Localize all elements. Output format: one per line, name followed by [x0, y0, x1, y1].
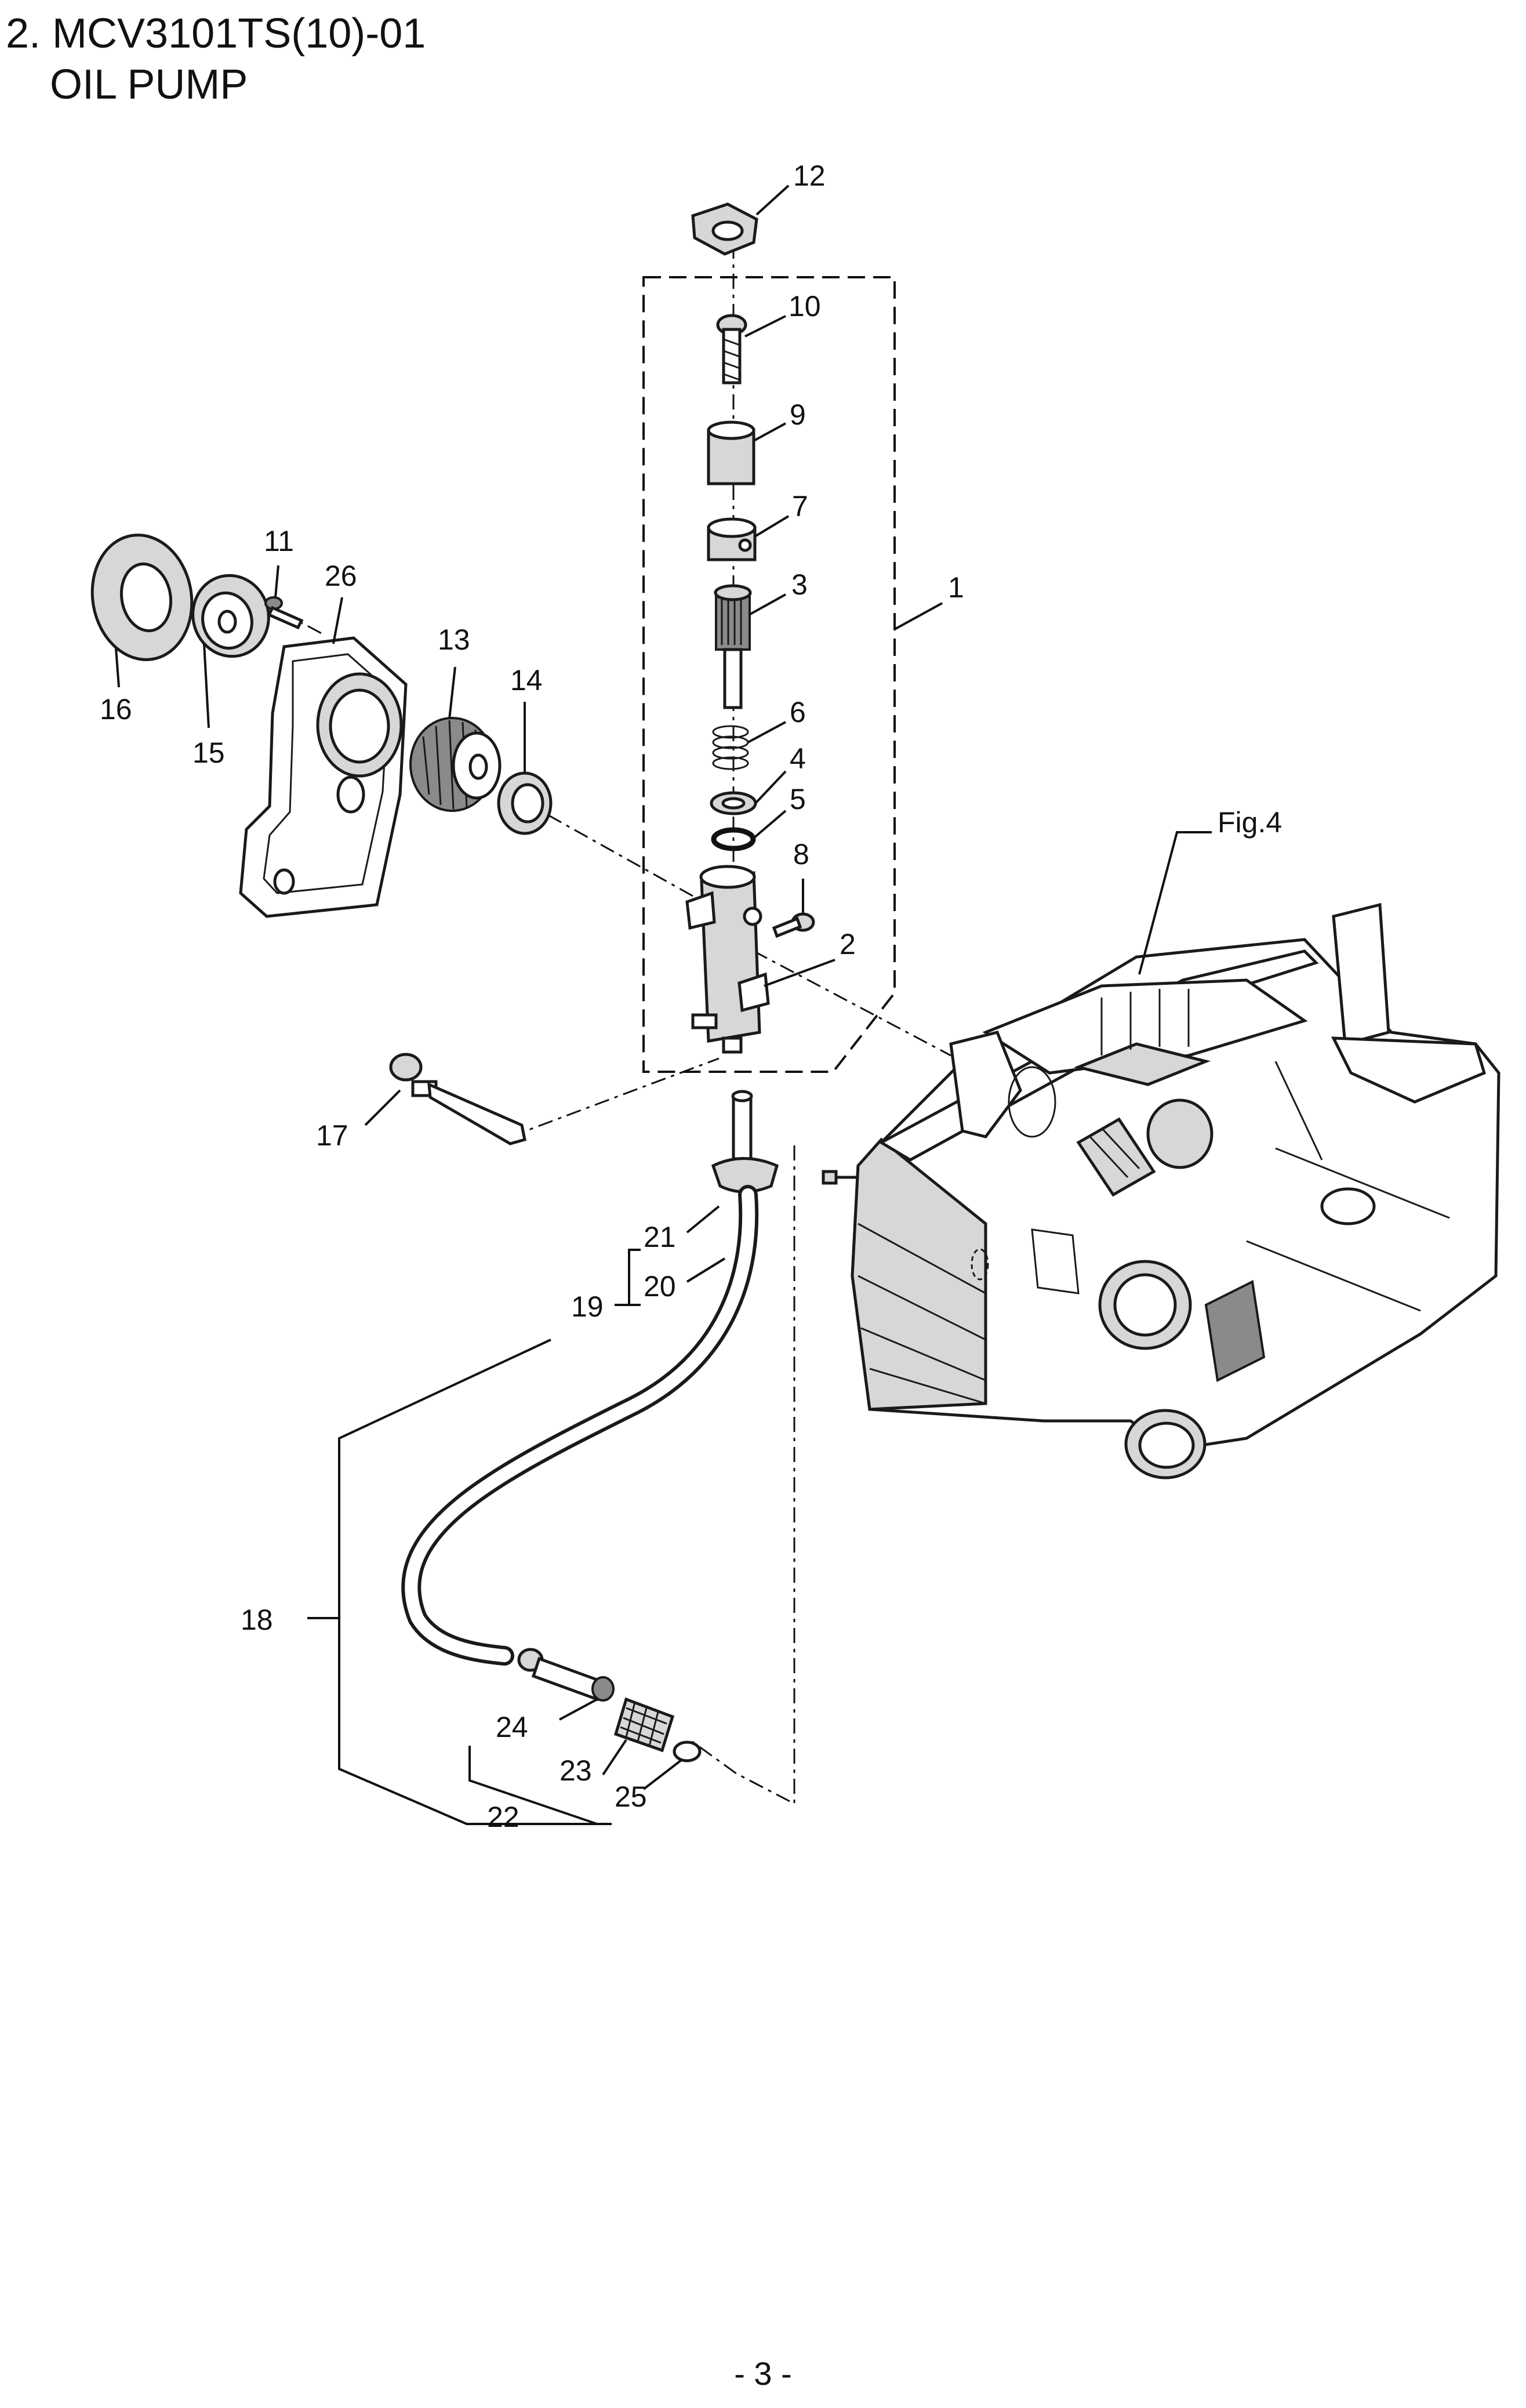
- part-23-strainer: [613, 1697, 675, 1753]
- leader-20: [686, 1257, 726, 1283]
- leader-9: [753, 422, 786, 442]
- leader-19: [615, 1249, 641, 1306]
- callout-13: 13: [438, 623, 470, 656]
- callout-26: 26: [325, 560, 357, 592]
- callout-6: 6: [790, 696, 806, 728]
- part-10-bolt: [716, 314, 747, 385]
- page-title-assembly: OIL PUMP: [50, 61, 248, 108]
- leader-17: [364, 1089, 401, 1126]
- axis-line-seal: [521, 799, 693, 897]
- part-9-sleeve: [707, 420, 755, 485]
- part-2-pump-body: [685, 865, 770, 1054]
- leader-4: [754, 770, 787, 804]
- leader-7: [754, 515, 790, 538]
- leader-2: [764, 959, 835, 987]
- part-8-screw: [772, 912, 815, 938]
- leader-13: [448, 666, 456, 720]
- leader-5: [753, 810, 787, 839]
- part-26-cover-plate: [239, 636, 408, 918]
- housing-shaft-end: [822, 1170, 838, 1185]
- part-15-bushing: [191, 574, 270, 658]
- subassembly-boundary: [642, 276, 896, 1073]
- callout-5: 5: [790, 783, 806, 815]
- callout-1: 1: [948, 571, 964, 604]
- part-4-washer: [710, 791, 757, 815]
- part-3-plunger: [714, 584, 752, 709]
- callout-25: 25: [615, 1780, 647, 1813]
- part-25-clip: [673, 1740, 702, 1763]
- part-12-cap: [691, 202, 758, 256]
- part-24-fitting: [517, 1648, 615, 1702]
- part-7-collar: [707, 517, 757, 561]
- part-6-spring: [712, 725, 749, 770]
- leader-23: [602, 1739, 627, 1776]
- callout-7: 7: [792, 490, 808, 523]
- callout-18: 18: [241, 1604, 273, 1636]
- leader-fig4: [1138, 831, 1212, 975]
- part-14-seal: [497, 771, 553, 835]
- part-11-bolt: [264, 596, 304, 630]
- leader-15: [203, 643, 210, 728]
- page-title-model: 2. MCV3101TS(10)-01: [6, 10, 426, 57]
- leader-10: [744, 315, 786, 338]
- callout-21: 21: [644, 1221, 676, 1253]
- callout-11: 11: [264, 525, 294, 557]
- part-13-gear: [409, 717, 502, 812]
- callout-19: 19: [571, 1290, 604, 1323]
- part-21-hose-fitting: [711, 1090, 779, 1194]
- callout-2: 2: [840, 928, 856, 960]
- page-number: - 3 -: [734, 2355, 792, 2392]
- callout-15: 15: [192, 737, 225, 769]
- leader-26: [332, 597, 343, 644]
- part-5-o-ring: [711, 827, 756, 851]
- callout-20: 20: [644, 1270, 676, 1303]
- part-20-oil-hose: [401, 1185, 759, 1666]
- callout-17: 17: [316, 1119, 348, 1152]
- leader-18: [307, 1339, 551, 1825]
- callout-23: 23: [559, 1754, 592, 1787]
- callout-3: 3: [791, 568, 808, 601]
- part-16-washer: [90, 534, 194, 661]
- fig4-reference: Fig.4: [1218, 806, 1282, 839]
- axis-line-body: [753, 950, 951, 1057]
- leader-25: [642, 1759, 682, 1790]
- housing-fig4: [851, 902, 1500, 1479]
- callout-8: 8: [793, 838, 809, 871]
- leader-22: [468, 1746, 612, 1825]
- callout-16: 16: [100, 693, 132, 726]
- leader-6: [747, 721, 786, 744]
- callout-4: 4: [790, 742, 806, 775]
- callout-22: 22: [487, 1801, 519, 1833]
- leader-3: [749, 593, 786, 616]
- callout-14: 14: [510, 664, 543, 697]
- leader-12: [755, 184, 790, 216]
- leader-11: [274, 565, 279, 598]
- callout-24: 24: [496, 1711, 528, 1743]
- callout-12: 12: [793, 159, 826, 192]
- leader-1: [894, 602, 943, 630]
- callout-10: 10: [789, 290, 821, 322]
- part-20-oil-hose-inner: [405, 1188, 755, 1662]
- leader-21: [686, 1205, 720, 1234]
- leader-24: [559, 1698, 598, 1721]
- part-17-oil-pipe: [389, 1053, 526, 1145]
- leader-16: [115, 648, 120, 688]
- callout-9: 9: [790, 398, 806, 431]
- axis-line-pipe: [510, 1057, 720, 1138]
